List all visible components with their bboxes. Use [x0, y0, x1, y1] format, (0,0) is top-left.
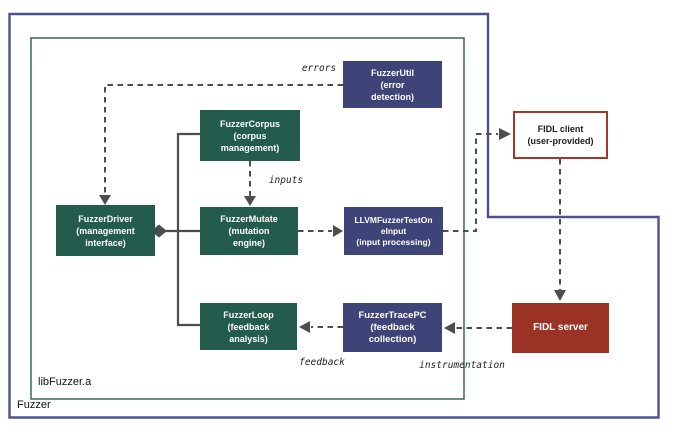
- node-llvmfuzzertestoneinput-line2: eInput: [380, 225, 407, 236]
- node-fuzzercorpus-line1: FuzzerCorpus: [219, 118, 280, 129]
- node-fuzzerutil: FuzzerUtil (error detection): [343, 61, 442, 108]
- feedback-label: feedback: [299, 357, 345, 368]
- arrow-into-loop: [299, 321, 310, 333]
- node-fuzzermutate-line2: (mutation: [228, 226, 270, 236]
- dashed-connectors: [104, 84, 561, 329]
- node-fuzzerdriver-line2: (management: [76, 225, 135, 236]
- node-fuzzermutate-line3: engine): [232, 238, 265, 248]
- node-fuzzercorpus-line3: management): [220, 142, 280, 153]
- driver-diamond-arrow: [151, 224, 167, 238]
- node-fuzzerdriver-line3: interface): [85, 237, 126, 248]
- node-fuzzertracepc-line3: collection): [368, 333, 417, 345]
- node-llvmfuzzertestoneinput: LLVMFuzzerTestOn eInput (input processin…: [344, 207, 443, 255]
- node-fuzzerloop-line3: analysis): [229, 333, 268, 344]
- node-fuzzermutate: FuzzerMutate (mutation engine): [200, 207, 298, 255]
- arrowheads: [99, 128, 566, 334]
- libfuzzer-zone-border: [30, 37, 465, 400]
- node-llvmfuzzertestoneinput-line1: LLVMFuzzerTestOn: [354, 214, 433, 225]
- arrow-into-driver: [99, 195, 111, 205]
- arrow-into-llvm: [333, 225, 343, 237]
- node-fuzzerutil-line1: FuzzerUtil: [370, 67, 414, 78]
- node-fidl-server-line1: FIDL server: [533, 322, 588, 333]
- node-fuzzerloop-line1: FuzzerLoop: [223, 309, 274, 320]
- corpus-driver-loop-line: [176, 132, 200, 327]
- node-fuzzerdriver-line1: FuzzerDriver: [78, 213, 133, 224]
- errors-label: errors: [301, 63, 337, 74]
- node-fidl-client-line2: (user-provided): [527, 136, 594, 146]
- node-fuzzermutate-line1: FuzzerMutate: [220, 214, 278, 224]
- arrow-into-mutate: [244, 196, 256, 206]
- fuzzer-zone-border: [8, 12, 660, 419]
- inputs-label: inputs: [268, 175, 304, 186]
- fuzzer-zone-label: Fuzzer: [17, 399, 51, 411]
- node-llvmfuzzertestoneinput-line3: (input processing): [356, 236, 431, 247]
- node-fuzzerloop: FuzzerLoop (feedback analysis): [200, 303, 297, 350]
- arrow-into-client: [499, 128, 511, 140]
- node-fuzzerutil-line2: (error: [380, 79, 405, 90]
- node-fidl-client-line1: FIDL client: [537, 124, 584, 134]
- node-fuzzertracepc-line1: FuzzerTracePC: [358, 309, 427, 321]
- libfuzzer-zone-label: libFuzzer.a: [38, 376, 92, 388]
- arrow-into-server: [554, 290, 566, 301]
- instrumentation-label: instrumentation: [419, 360, 505, 371]
- node-fidl-server: FIDL server: [512, 303, 609, 353]
- node-fuzzertracepc-line2: (feedback: [370, 321, 415, 333]
- node-fuzzerutil-line3: detection): [370, 91, 414, 102]
- node-fuzzertracepc: FuzzerTracePC (feedback collection): [343, 303, 442, 352]
- arrow-into-trace: [444, 322, 455, 334]
- node-fuzzercorpus-line2: (corpus: [233, 130, 267, 141]
- node-fuzzerdriver: FuzzerDriver (management interface): [56, 205, 155, 256]
- node-fidl-client: FIDL client (user-provided): [513, 111, 608, 159]
- node-fuzzerloop-line2: (feedback: [227, 321, 270, 332]
- errors-line: [104, 84, 343, 195]
- node-fuzzercorpus: FuzzerCorpus (corpus management): [200, 110, 300, 161]
- llvm-to-client-line: [443, 133, 498, 232]
- solid-connectors: [161, 132, 200, 327]
